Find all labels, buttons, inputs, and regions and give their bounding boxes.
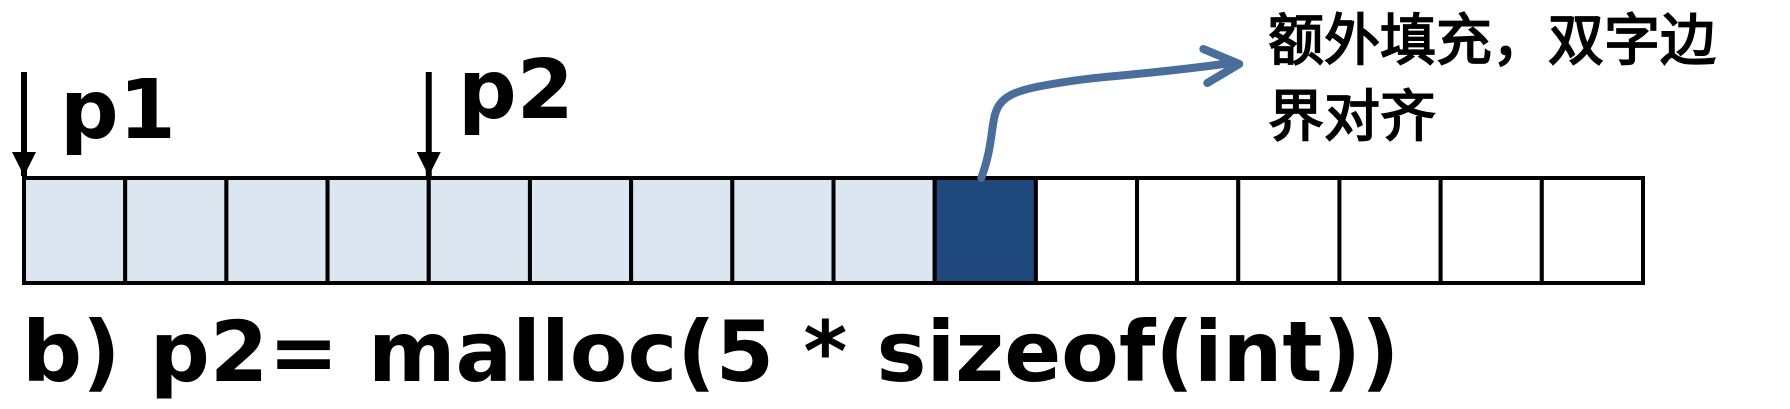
heap-block-allocated [527,176,634,285]
heap-block-allocated [426,176,532,285]
pointer-label-p2: p2 [458,43,574,138]
diagram-caption: b) p2= malloc(5 * sizeof(int)) [22,303,1400,401]
heap-block-allocated [22,176,128,285]
annotation-text-line-1: 额外填充，双字边 [1268,9,1716,74]
annotation-arrow-head [1199,45,1244,87]
heap-block-free [1236,176,1342,285]
pointer-label-p1: p1 [60,63,176,158]
annotation-arrow [977,45,1244,182]
heap-block-free [1135,176,1241,285]
heap-block-allocated [123,176,229,285]
annotation-text-line-2: 界对齐 [1268,85,1436,150]
heap-block-allocated [730,176,836,285]
heap-block-free [1438,176,1544,285]
heap-block-free [1033,176,1140,285]
heap-block-free [1539,176,1645,285]
annotation-arrow-line [977,59,1236,182]
heap-block-allocated [325,176,431,285]
pointer-arrows [11,72,441,176]
heap-block-allocated [224,176,330,285]
heap-block-free [1337,176,1443,285]
heap-block-padding [932,176,1038,285]
heap-block-allocated [629,176,735,285]
heap-block-allocated [831,176,937,285]
heap-blocks [22,176,1645,285]
